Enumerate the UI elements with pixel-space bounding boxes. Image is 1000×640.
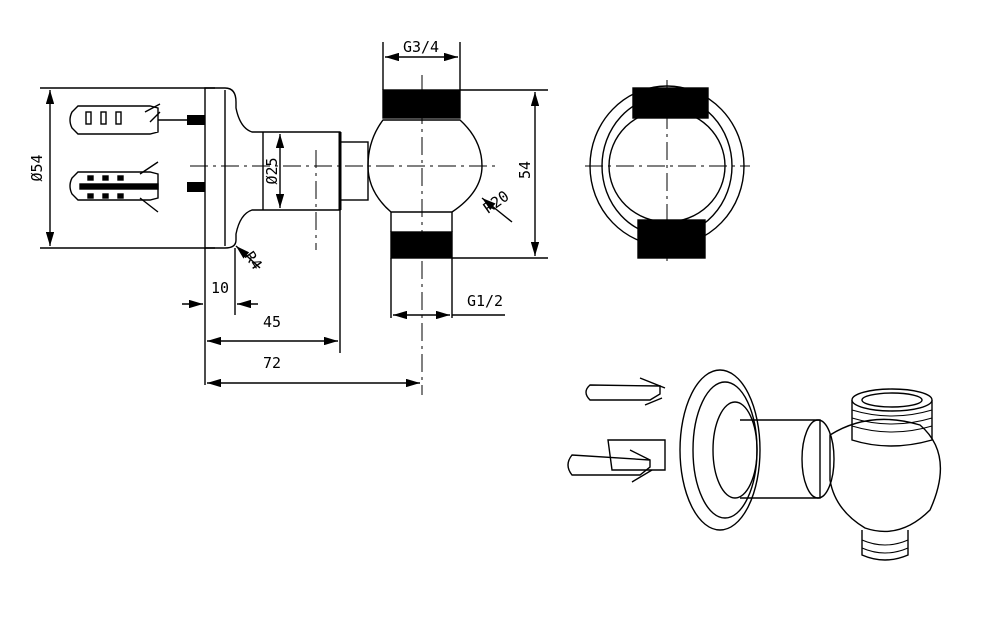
label-r20: R20 bbox=[480, 187, 513, 217]
wall-anchor-bottom bbox=[69, 161, 205, 213]
isometric-view bbox=[567, 369, 942, 561]
label-72: 72 bbox=[263, 354, 281, 372]
label-g34: G3/4 bbox=[403, 38, 439, 56]
label-g12: G1/2 bbox=[467, 292, 503, 310]
side-view bbox=[40, 42, 548, 395]
label-10: 10 bbox=[211, 279, 229, 297]
front-view bbox=[585, 80, 750, 262]
label-r4: R4 bbox=[241, 248, 266, 273]
label-45: 45 bbox=[263, 313, 281, 331]
label-d54: Ø54 bbox=[28, 154, 46, 181]
label-d25: Ø25 bbox=[263, 157, 281, 184]
wall-anchor-top bbox=[69, 103, 205, 135]
label-54: 54 bbox=[516, 161, 534, 179]
